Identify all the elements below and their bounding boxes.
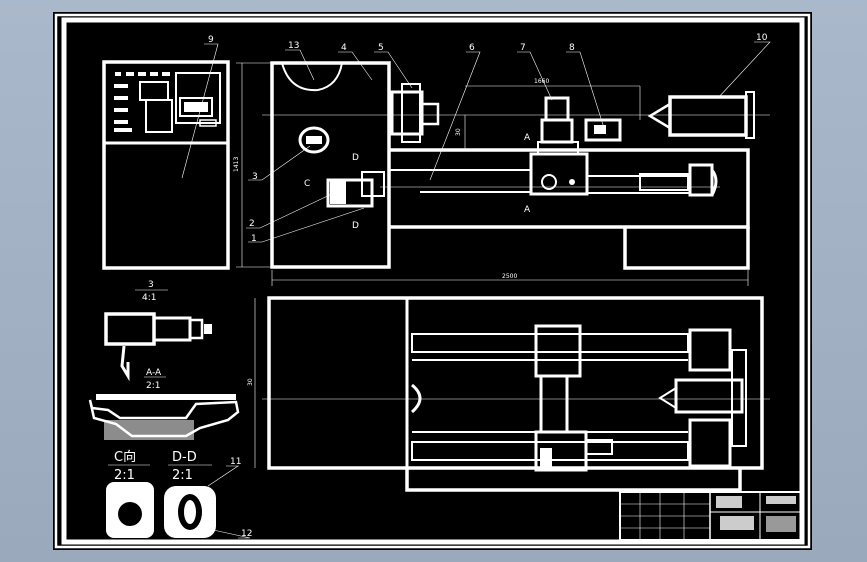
mark-a-top: A xyxy=(524,133,531,143)
dim-height-left: 1413 xyxy=(233,157,240,172)
section-a-a xyxy=(88,376,240,440)
section-aa-scale: 2:1 xyxy=(146,381,160,391)
callout-9: 9 xyxy=(208,35,214,45)
callout-labels: 9 13 4 5 6 7 8 10 3 2 1 11 12 xyxy=(208,33,768,539)
callout-4: 4 xyxy=(341,43,347,53)
section-aa-title: A-A xyxy=(146,368,162,378)
callout-8: 8 xyxy=(569,43,575,53)
dim-plan-height: 30 xyxy=(247,378,254,386)
callout-10: 10 xyxy=(756,33,768,43)
detail-3 xyxy=(104,289,212,382)
view-c-title: C向 xyxy=(114,449,136,465)
plan-view xyxy=(254,296,770,492)
dim-small: 30 xyxy=(455,128,462,136)
section-marks: A A D D C xyxy=(304,133,531,231)
dim-width-top: 1660 xyxy=(534,78,549,85)
mark-a-bottom: A xyxy=(524,205,531,215)
callout-5: 5 xyxy=(378,43,384,53)
callout-12: 12 xyxy=(241,529,252,539)
section-d-d xyxy=(164,464,216,538)
control-panel-view xyxy=(102,60,230,270)
dim-total-length: 2500 xyxy=(502,273,517,280)
callout-13: 13 xyxy=(288,41,299,51)
section-dd-scale: 2:1 xyxy=(172,468,193,483)
detail3-number: 3 xyxy=(148,280,154,290)
mark-c: C xyxy=(304,179,310,189)
detail3-scale: 4:1 xyxy=(142,293,156,303)
inner-frame xyxy=(61,17,805,545)
callout-2: 2 xyxy=(249,219,255,229)
callout-1: 1 xyxy=(251,234,257,244)
dimension-labels: 1660 2500 1413 30 30 xyxy=(233,78,549,386)
title-block xyxy=(619,491,803,541)
mark-d-bottom: D xyxy=(352,221,359,231)
outer-border xyxy=(54,13,811,549)
front-elevation xyxy=(236,61,770,286)
callout-3: 3 xyxy=(252,172,258,182)
callout-11: 11 xyxy=(230,457,241,467)
view-c-scale: 2:1 xyxy=(114,468,135,483)
mark-d-top: D xyxy=(352,153,359,163)
section-dd-title: D-D xyxy=(172,450,197,465)
detail-titles: 3 4:1 A-A 2:1 C向 2:1 D-D 2:1 xyxy=(114,280,197,483)
callout-7: 7 xyxy=(520,43,526,53)
leader-lines xyxy=(181,41,771,539)
callout-6: 6 xyxy=(469,43,475,53)
view-c xyxy=(106,464,154,538)
